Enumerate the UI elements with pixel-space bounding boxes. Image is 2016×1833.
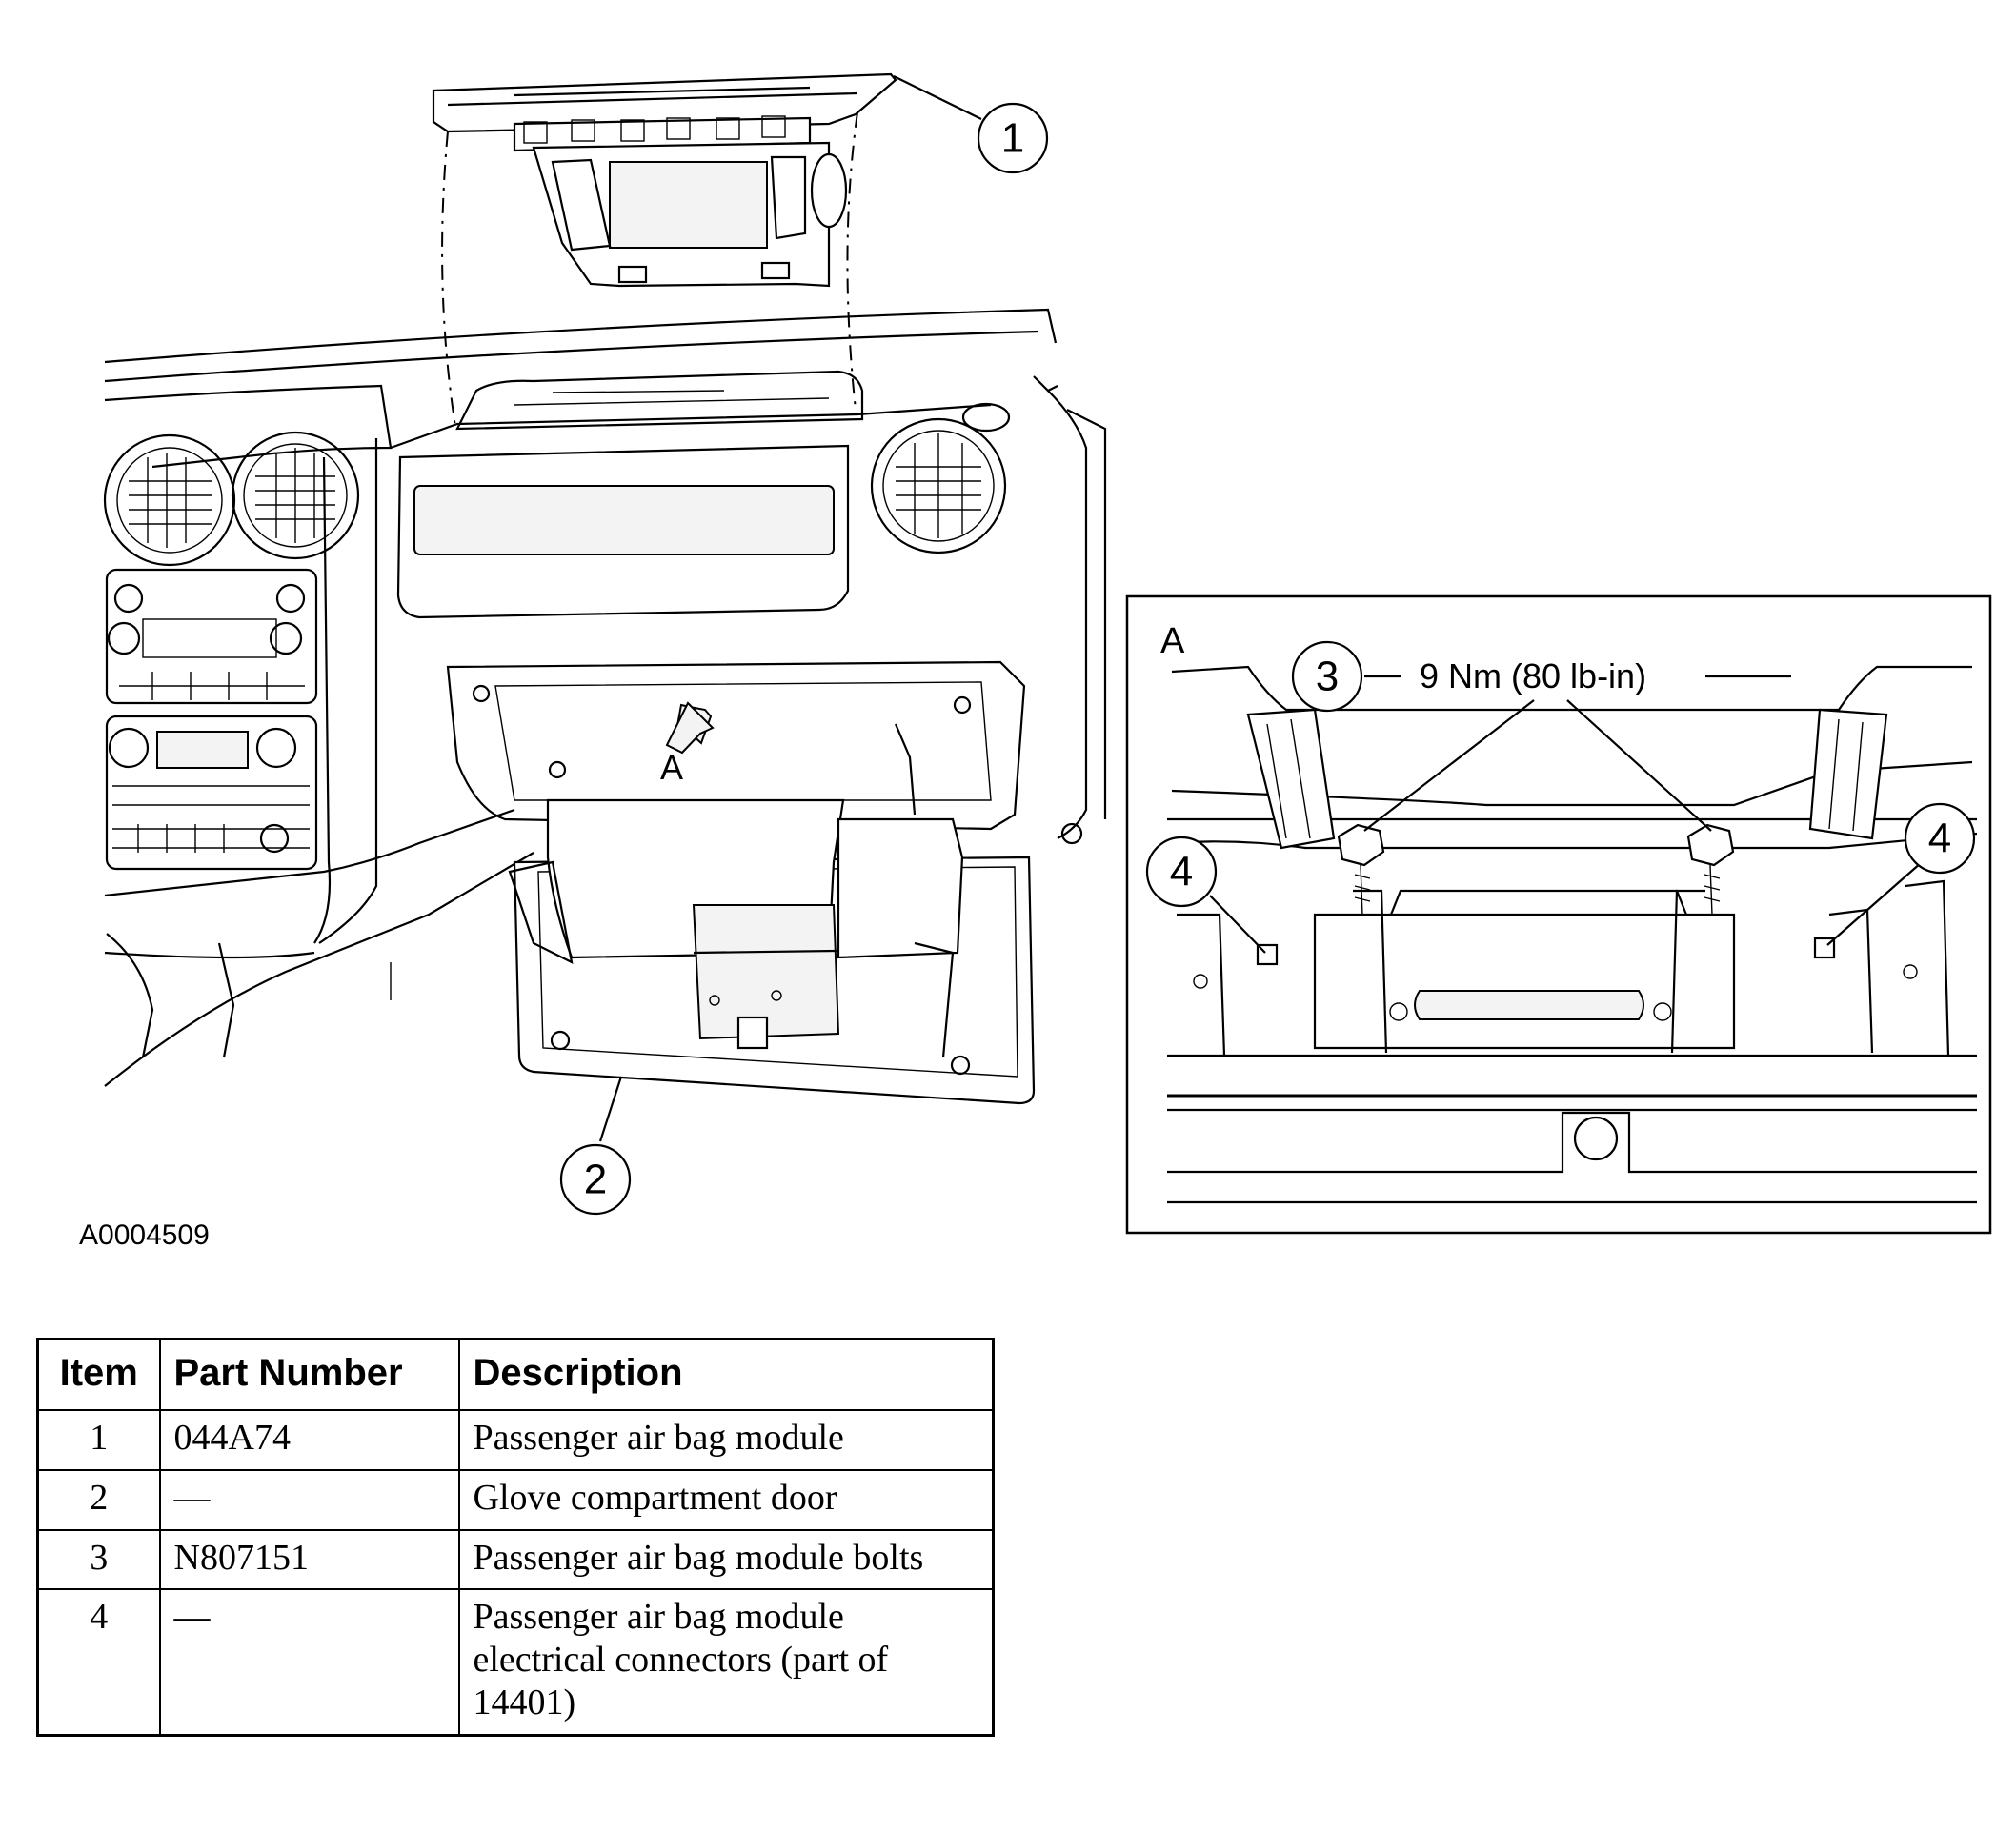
figure-id: A0004509	[79, 1219, 210, 1251]
bolt-right-icon	[1686, 823, 1735, 916]
detail-view-a-inset: A	[1125, 594, 1992, 1235]
cell-item: 3	[36, 1528, 161, 1591]
table-row: 3 N807151 Passenger air bag module bolts	[36, 1528, 995, 1591]
callout-4-left	[1145, 836, 1218, 908]
cell-item: 4	[36, 1588, 161, 1737]
parts-table: Item Part Number Description 1 044A74 Pa…	[36, 1338, 995, 1737]
callout-4-right	[1904, 802, 1976, 875]
callout-3-label: 3	[1316, 654, 1339, 700]
table-row: 2 — Glove compartment door	[36, 1468, 995, 1531]
header-item: Item	[36, 1338, 161, 1411]
cell-description: Glove compartment door	[457, 1468, 995, 1531]
cell-part-number: —	[158, 1588, 460, 1737]
torque-spec-label: 9 Nm (80 lb-in)	[1420, 656, 1646, 695]
cell-description: Passenger air bag module electrical conn…	[457, 1588, 995, 1737]
cell-description: Passenger air bag module bolts	[457, 1528, 995, 1591]
cell-item: 2	[36, 1468, 161, 1531]
parts-table-header-row: Item Part Number Description	[36, 1338, 995, 1411]
table-row: 4 — Passenger air bag module electrical …	[36, 1588, 995, 1737]
callout-2-label: 2	[584, 1157, 607, 1203]
callout-2	[559, 1143, 632, 1216]
header-description: Description	[457, 1338, 995, 1411]
instrument-panel-illustration	[103, 308, 1107, 1087]
glove-compartment-door-illustration	[508, 798, 1036, 1105]
callout-1-label: 1	[1001, 115, 1024, 162]
callout-1	[977, 102, 1049, 174]
inset-view-label: A	[1160, 621, 1185, 661]
callout-3	[1291, 640, 1363, 713]
passenger-air-bag-module-illustration	[432, 72, 897, 288]
callout-4-right-label: 4	[1928, 816, 1951, 862]
cell-description: Passenger air bag module	[457, 1409, 995, 1471]
cell-item: 1	[36, 1409, 161, 1471]
header-part-number: Part Number	[158, 1338, 460, 1411]
callout-4-left-label: 4	[1170, 849, 1193, 896]
cell-part-number: —	[158, 1468, 460, 1531]
bolt-left-icon	[1337, 823, 1385, 916]
table-row: 1 044A74 Passenger air bag module	[36, 1409, 995, 1471]
view-a-label: A	[660, 748, 683, 787]
view-a-arrow	[665, 701, 715, 755]
cell-part-number: 044A74	[158, 1409, 460, 1471]
exploded-view-figure: 1 2 A A0004509 A	[79, 72, 1992, 1251]
cell-part-number: N807151	[158, 1528, 460, 1591]
